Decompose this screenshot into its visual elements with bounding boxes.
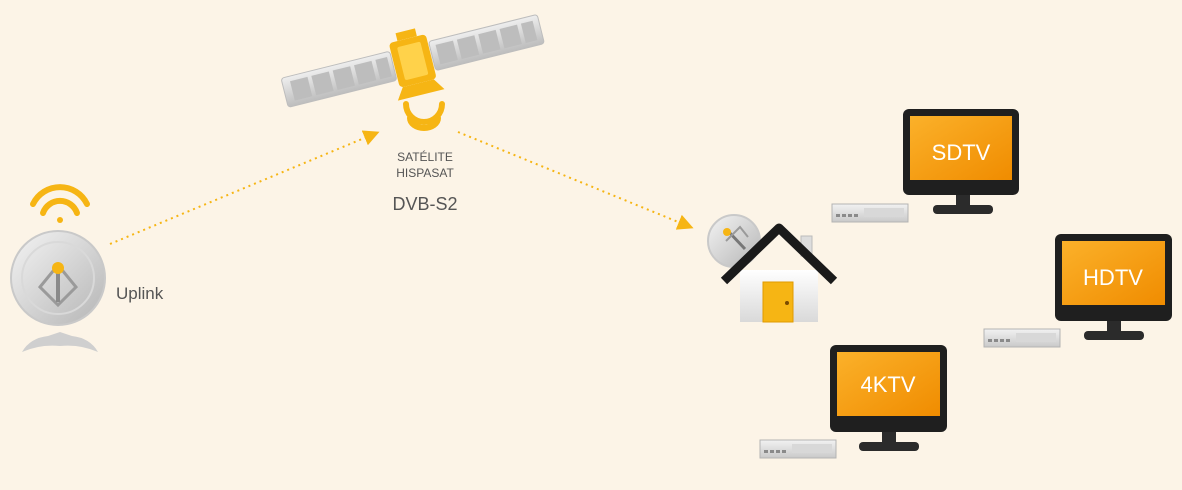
tv-sdtv: SDTV	[903, 109, 1019, 214]
uplink-signal-icon	[30, 184, 90, 223]
set-top-box-2	[983, 328, 1061, 348]
tv-hdtv-label: HDTV	[1083, 265, 1143, 290]
uplink-label: Uplink	[116, 284, 164, 303]
uplink-dish-icon	[10, 184, 106, 352]
satellite-name-line1: SATÉLITE	[397, 150, 453, 164]
satellite-standard-label: DVB-S2	[392, 194, 458, 214]
tv-4ktv-label: 4KTV	[860, 372, 915, 397]
set-top-box-1	[831, 203, 909, 223]
satellite-signal-icon	[403, 101, 445, 131]
satellite-icon	[281, 14, 545, 131]
tv-sdtv-label: SDTV	[932, 140, 991, 165]
house-icon	[707, 214, 838, 323]
satellite-name-line2: HISPASAT	[396, 166, 454, 180]
tv-hdtv: HDTV	[1055, 234, 1172, 340]
tv-4ktv: 4KTV	[830, 345, 947, 451]
downlink-beam	[457, 131, 694, 230]
set-top-box-3	[759, 439, 837, 459]
uplink-beam	[109, 130, 380, 245]
